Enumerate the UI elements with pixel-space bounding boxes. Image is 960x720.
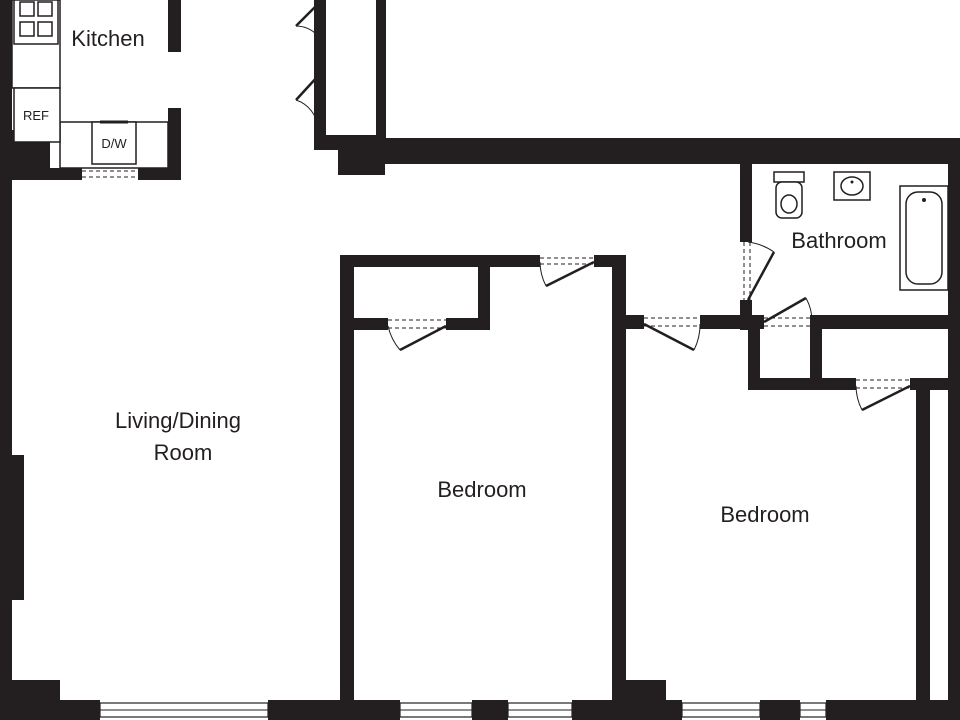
- windows: [99, 702, 827, 718]
- door-entry-closet-lower: [295, 75, 319, 129]
- wall-entry-closet-divider: [314, 34, 326, 76]
- wall-linen-left: [748, 315, 760, 390]
- wall-left-exterior: [0, 0, 12, 720]
- wall-bed2-top-left: [626, 315, 644, 329]
- wall-kitchen-bottom-right: [138, 168, 181, 180]
- wall-kitchen-right-upper: [168, 0, 181, 52]
- wall-bed1-closet-bottom-left: [354, 318, 388, 330]
- refrigerator-label: REF: [23, 108, 49, 123]
- bathtub-icon: [899, 185, 949, 291]
- wall-bottom-6: [826, 700, 960, 720]
- door-bedroom-2-closet: [855, 379, 911, 412]
- wall-bed1-left: [340, 255, 354, 720]
- wall-bed1-top-left: [340, 255, 540, 267]
- room-labels: Kitchen Bathroom Living/Dining Room Bedr…: [71, 26, 886, 527]
- sink-icon: [833, 171, 871, 201]
- door-linen-closet: [763, 296, 813, 327]
- wall-bath-left-upper: [740, 164, 752, 242]
- wall-bottom-corner-bed2: [626, 680, 666, 720]
- bathroom-label: Bathroom: [791, 228, 886, 253]
- living-dining-label-line2: Room: [154, 440, 213, 465]
- wall-bed1-closet-right: [478, 255, 490, 330]
- wall-kitchen-right-lower: [168, 108, 181, 180]
- dishwasher-label: D/W: [101, 136, 127, 151]
- wall-bed1-right: [612, 255, 626, 720]
- living-dining-label-line1: Living/Dining: [115, 408, 241, 433]
- dishwasher-icon: [91, 121, 137, 165]
- wall-corridor-top: [376, 138, 960, 164]
- wall-bed1-closet-bottom-right: [446, 318, 490, 330]
- refrigerator-icon: [13, 87, 61, 143]
- wall-bottom-5: [760, 700, 800, 720]
- toilet-icon: [773, 171, 805, 219]
- kitchen-label: Kitchen: [71, 26, 144, 51]
- bedroom-1-label: Bedroom: [437, 477, 526, 502]
- wall-bed2-right: [916, 378, 930, 720]
- wall-bottom-1: [0, 700, 100, 720]
- doors: [82, 0, 911, 412]
- wall-entry-right: [376, 0, 386, 150]
- wall-kitchen-bottom-left: [12, 168, 82, 180]
- wall-bed2-top-right: [812, 315, 960, 329]
- wall-bottom-3: [472, 700, 508, 720]
- wall-bottom-2: [268, 700, 400, 720]
- stove-icon: [13, 0, 59, 45]
- kitchen-fixtures: REF D/W: [11, 0, 169, 169]
- door-bathroom: [743, 241, 776, 301]
- wall-linen-right: [810, 315, 822, 390]
- door-bedroom-1-closet: [387, 319, 447, 352]
- door-bedroom-1: [539, 257, 595, 288]
- bathroom-fixtures: [773, 171, 949, 291]
- wall-left-pier: [12, 455, 24, 600]
- wall-right-exterior: [948, 164, 960, 720]
- door-bedroom-2: [643, 317, 701, 352]
- bedroom-2-label: Bedroom: [720, 502, 809, 527]
- wall-bed2-closet-bottom-left: [748, 378, 856, 390]
